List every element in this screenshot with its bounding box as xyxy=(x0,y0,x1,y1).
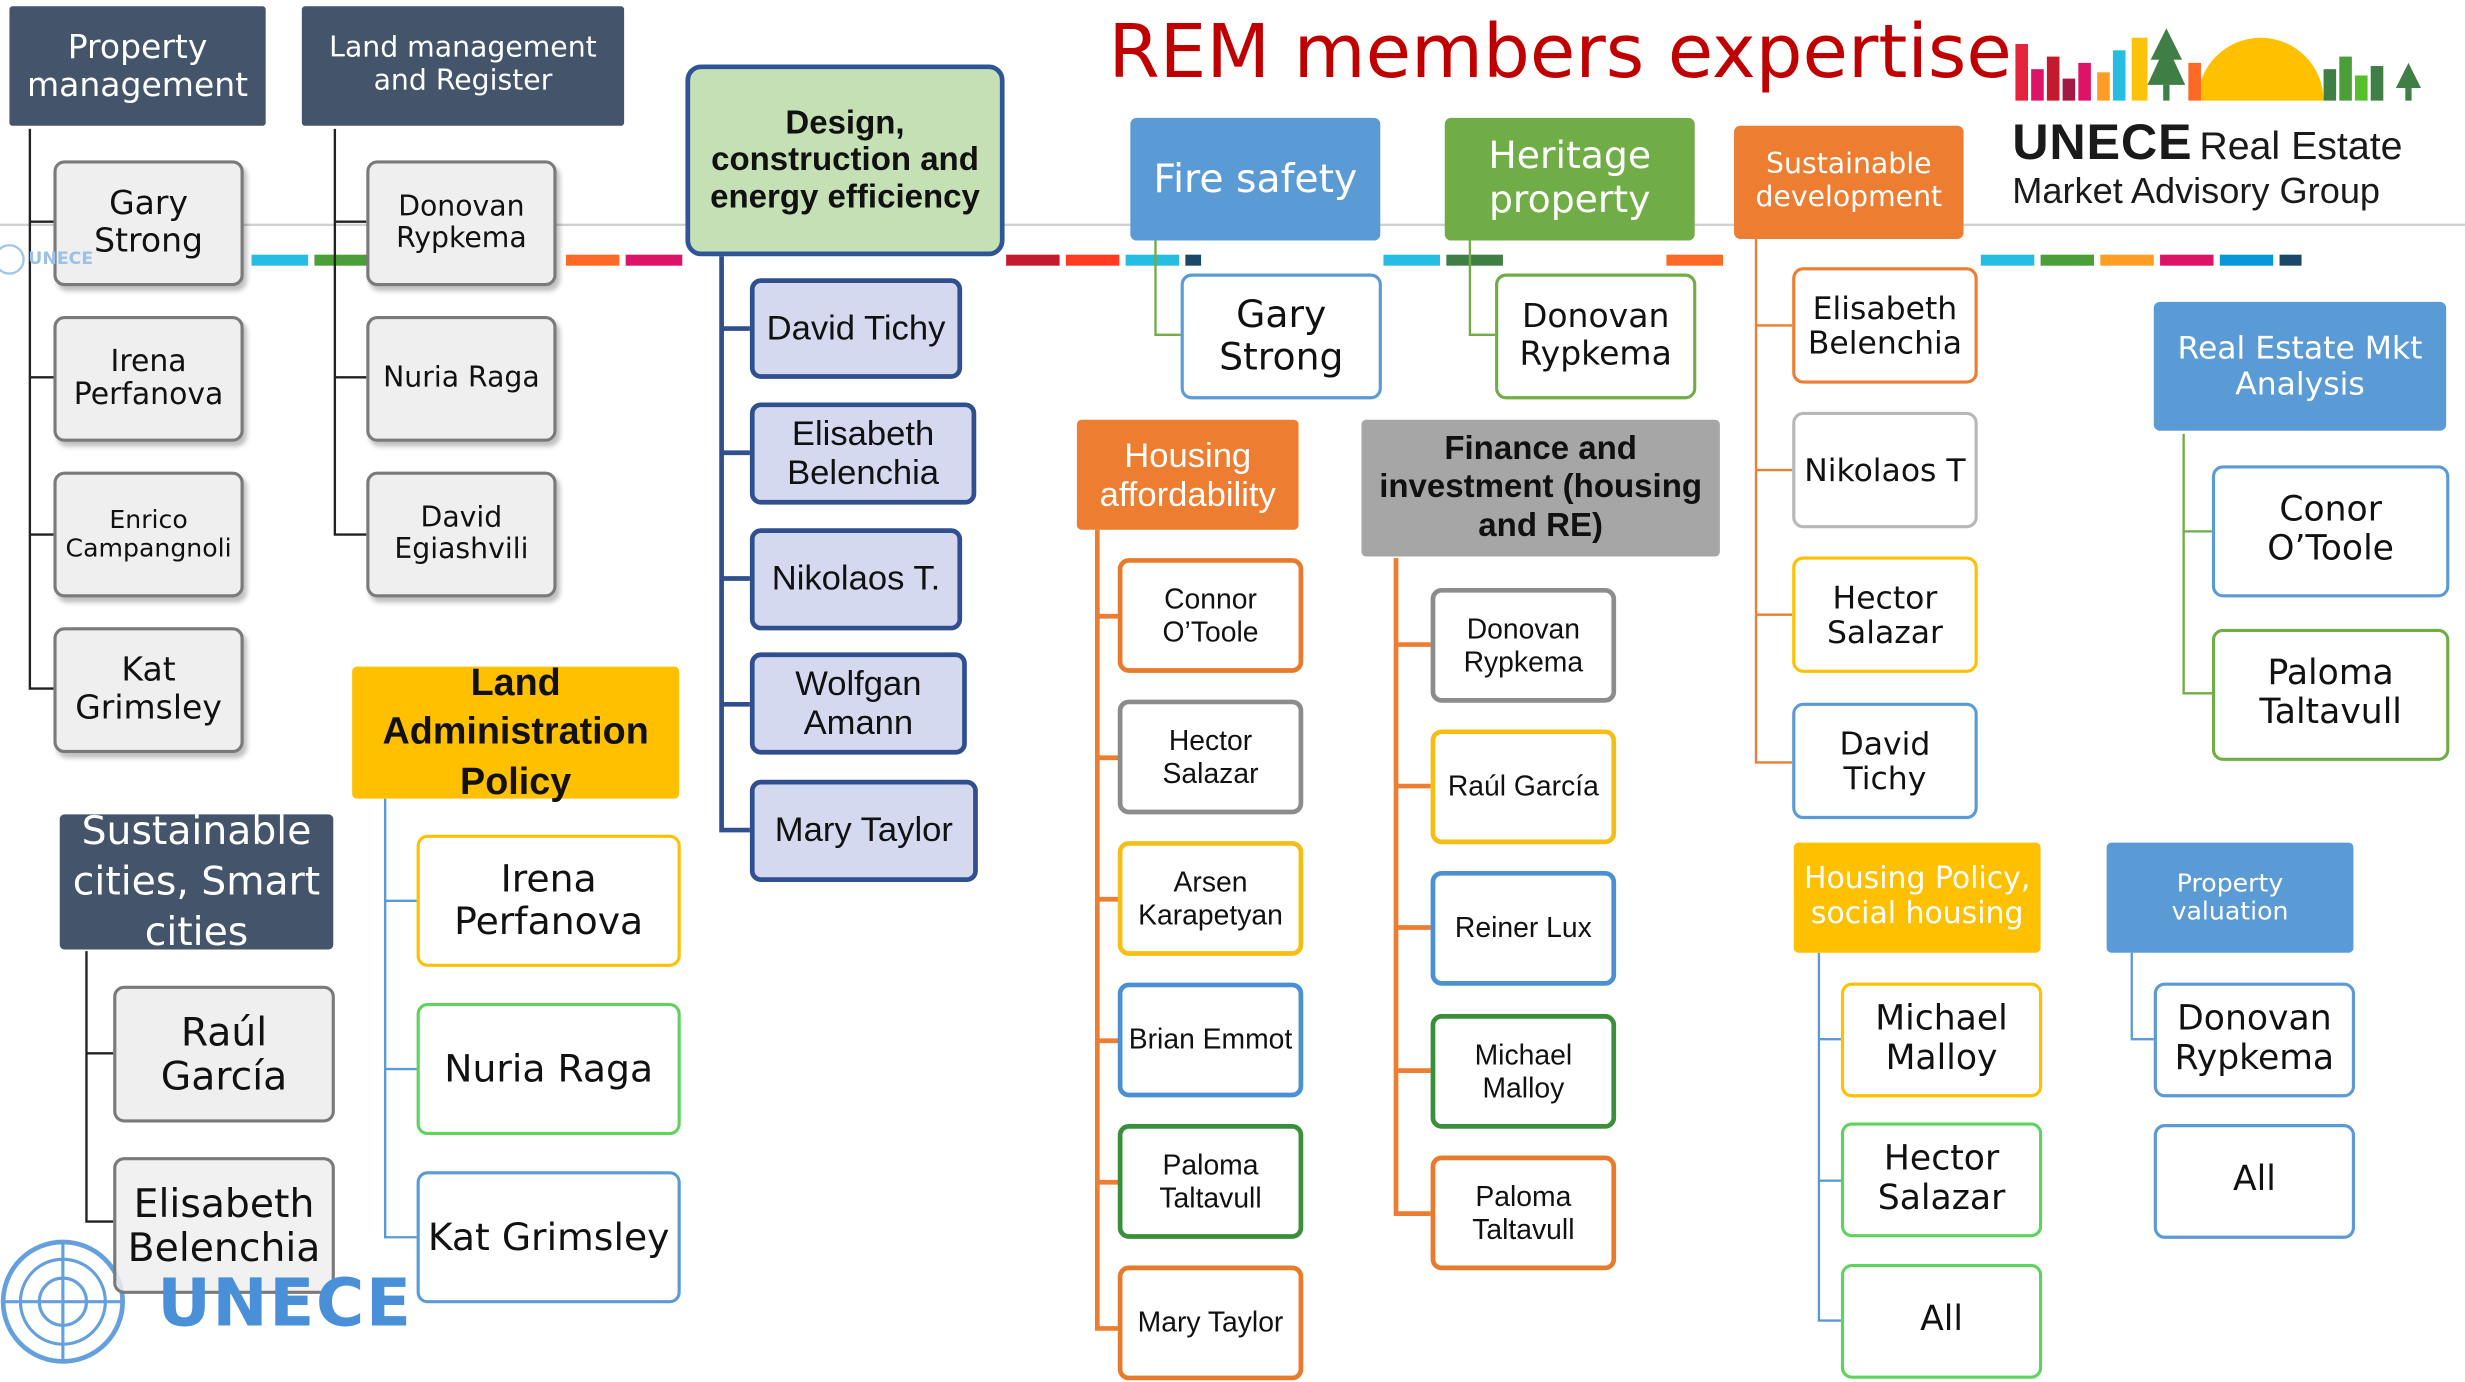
logo-subtitle: Market Advisory Group xyxy=(2012,169,2381,211)
land-admin-header: Land Administration Policy xyxy=(352,662,680,803)
member-box: Nuria Raga xyxy=(366,315,557,442)
sdg-color-stripe xyxy=(251,254,2302,266)
sustainable-cities-header: Sustainable cities, Smart cities xyxy=(59,808,334,954)
member-box: Donovan Rypkema xyxy=(366,160,557,287)
member-box: Hector Salazar xyxy=(1792,556,1978,673)
fire-safety-header: Fire safety xyxy=(1130,117,1381,241)
member-box: Kat Grimsley xyxy=(53,627,244,754)
member-box: Michael Malloy xyxy=(1430,1014,1617,1129)
page-title: REM members expertise xyxy=(1108,9,2012,96)
member-box: Irena Perfanova xyxy=(416,834,681,967)
member-box: Donovan Rypkema xyxy=(1430,587,1617,703)
member-box: Gary Strong xyxy=(1180,273,1382,400)
un-emblem-icon xyxy=(0,1239,125,1364)
finance-header: Finance and investment (housing and RE) xyxy=(1361,419,1720,557)
member-box: Nuria Raga xyxy=(416,1002,681,1136)
unece-rem-logo: UNECE Real Estate Market Advisory Group xyxy=(2009,22,2433,219)
member-box: Hector Salazar xyxy=(1117,699,1304,815)
member-box: Enrico Campangnoli xyxy=(53,471,244,598)
member-box: Brian Emmot xyxy=(1117,982,1304,1098)
member-box: Gary Strong xyxy=(53,160,244,287)
member-box: Elisabeth Belenchia xyxy=(1792,267,1978,384)
member-box: Irena Perfanova xyxy=(53,315,244,442)
member-box: Donovan Rypkema xyxy=(1495,273,1697,400)
member-box: Mary Taylor xyxy=(749,779,978,882)
skyline-logo-icon xyxy=(2015,28,2422,101)
member-box: Raúl García xyxy=(1430,729,1617,845)
member-box: Connor O’Toole xyxy=(1117,558,1304,673)
member-box: David Egiashvili xyxy=(366,471,557,598)
design-header: Design, construction and energy efficien… xyxy=(685,64,1005,257)
member-box: Michael Malloy xyxy=(1840,982,2043,1098)
member-box: Reiner Lux xyxy=(1430,870,1617,986)
logo-unece: UNECE xyxy=(2012,113,2193,170)
member-box: Elisabeth Belenchia xyxy=(749,402,977,505)
small-unece-watermark: UNECE xyxy=(28,248,94,269)
small-un-emblem-icon xyxy=(0,244,25,275)
sustainable-development-header: Sustainable development xyxy=(1734,125,1964,239)
member-box: Wolfgan Amann xyxy=(749,652,967,755)
member-box: Paloma Taltavull xyxy=(1117,1124,1304,1239)
member-box: Kat Grimsley xyxy=(416,1171,681,1304)
member-box: All xyxy=(1840,1263,2043,1379)
member-box: Mary Taylor xyxy=(1117,1265,1304,1381)
member-box: David Tichy xyxy=(749,278,963,379)
housing-policy-header: Housing Policy, social housing xyxy=(1793,842,2041,953)
housing-affordability-header: Housing affordability xyxy=(1076,419,1299,530)
property-management-header: Property management xyxy=(9,6,266,126)
member-box: David Tichy xyxy=(1792,702,1978,820)
member-box: Nikolaos T xyxy=(1792,411,1978,529)
heritage-header: Heritage property xyxy=(1444,117,1695,241)
member-box: Raúl García xyxy=(113,985,335,1123)
land-management-header: Land management and Register xyxy=(301,6,625,126)
member-box: All xyxy=(2153,1124,2356,1239)
real-estate-mkt-header: Real Estate Mkt Analysis xyxy=(2153,301,2447,431)
member-box: Donovan Rypkema xyxy=(2153,982,2356,1098)
member-box: Arsen Karapetyan xyxy=(1117,841,1304,956)
member-box: Paloma Taltavull xyxy=(1430,1155,1617,1271)
member-box: Conor O’Toole xyxy=(2211,465,2450,598)
unece-watermark: UNECE xyxy=(157,1263,413,1342)
member-box: Elisabeth Belenchia xyxy=(113,1157,335,1294)
member-box: Hector Salazar xyxy=(1840,1122,2043,1238)
property-valuation-header: Property valuation xyxy=(2106,842,2354,953)
member-box: Nikolaos T. xyxy=(749,528,963,631)
member-box: Paloma Taltavull xyxy=(2211,628,2450,761)
logo-real-estate: Real Estate xyxy=(2199,124,2403,169)
